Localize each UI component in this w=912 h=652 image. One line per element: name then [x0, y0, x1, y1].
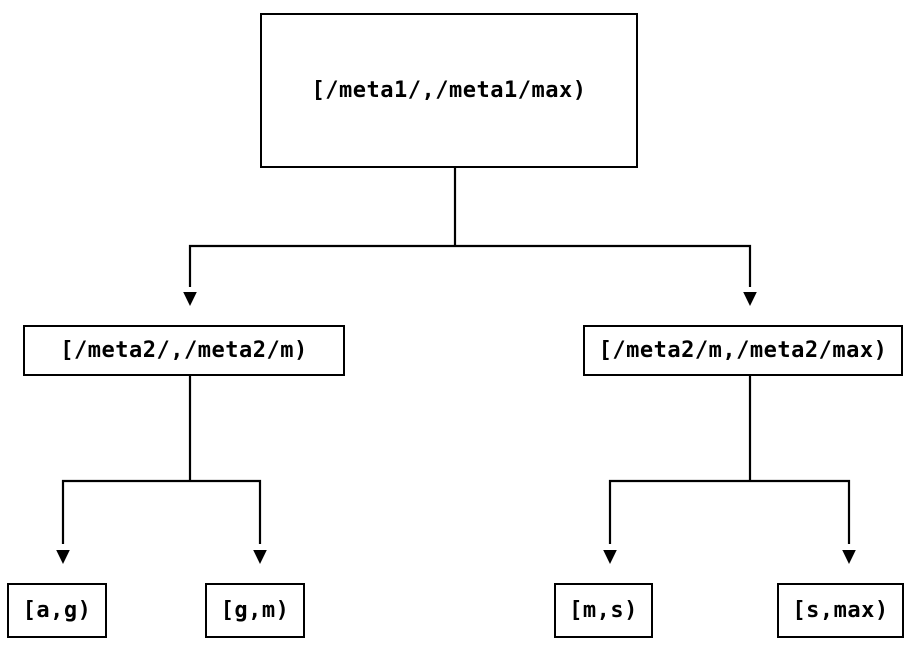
node-root-meta1-range: [/meta1/,/meta1/max) [260, 13, 638, 168]
arrowhead-down-icon [743, 292, 757, 306]
edge-right-leaf-rail [608, 479, 851, 544]
arrowhead-down-icon [603, 550, 617, 564]
node-meta2-right-range: [/meta2/m,/meta2/max) [583, 325, 903, 376]
edge-left-leaf-rail [61, 479, 262, 544]
node-meta2-left-range: [/meta2/,/meta2/m) [23, 325, 345, 376]
arrowhead-down-icon [183, 292, 197, 306]
node-leaf-m-s: [m,s) [554, 583, 653, 638]
node-leaf-g-m: [g,m) [205, 583, 305, 638]
node-leaf-s-max: [s,max) [777, 583, 904, 638]
arrowhead-down-icon [253, 550, 267, 564]
arrowhead-down-icon [842, 550, 856, 564]
node-leaf-a-g: [a,g) [7, 583, 107, 638]
edge-level1-rail [188, 244, 752, 287]
arrowhead-down-icon [56, 550, 70, 564]
